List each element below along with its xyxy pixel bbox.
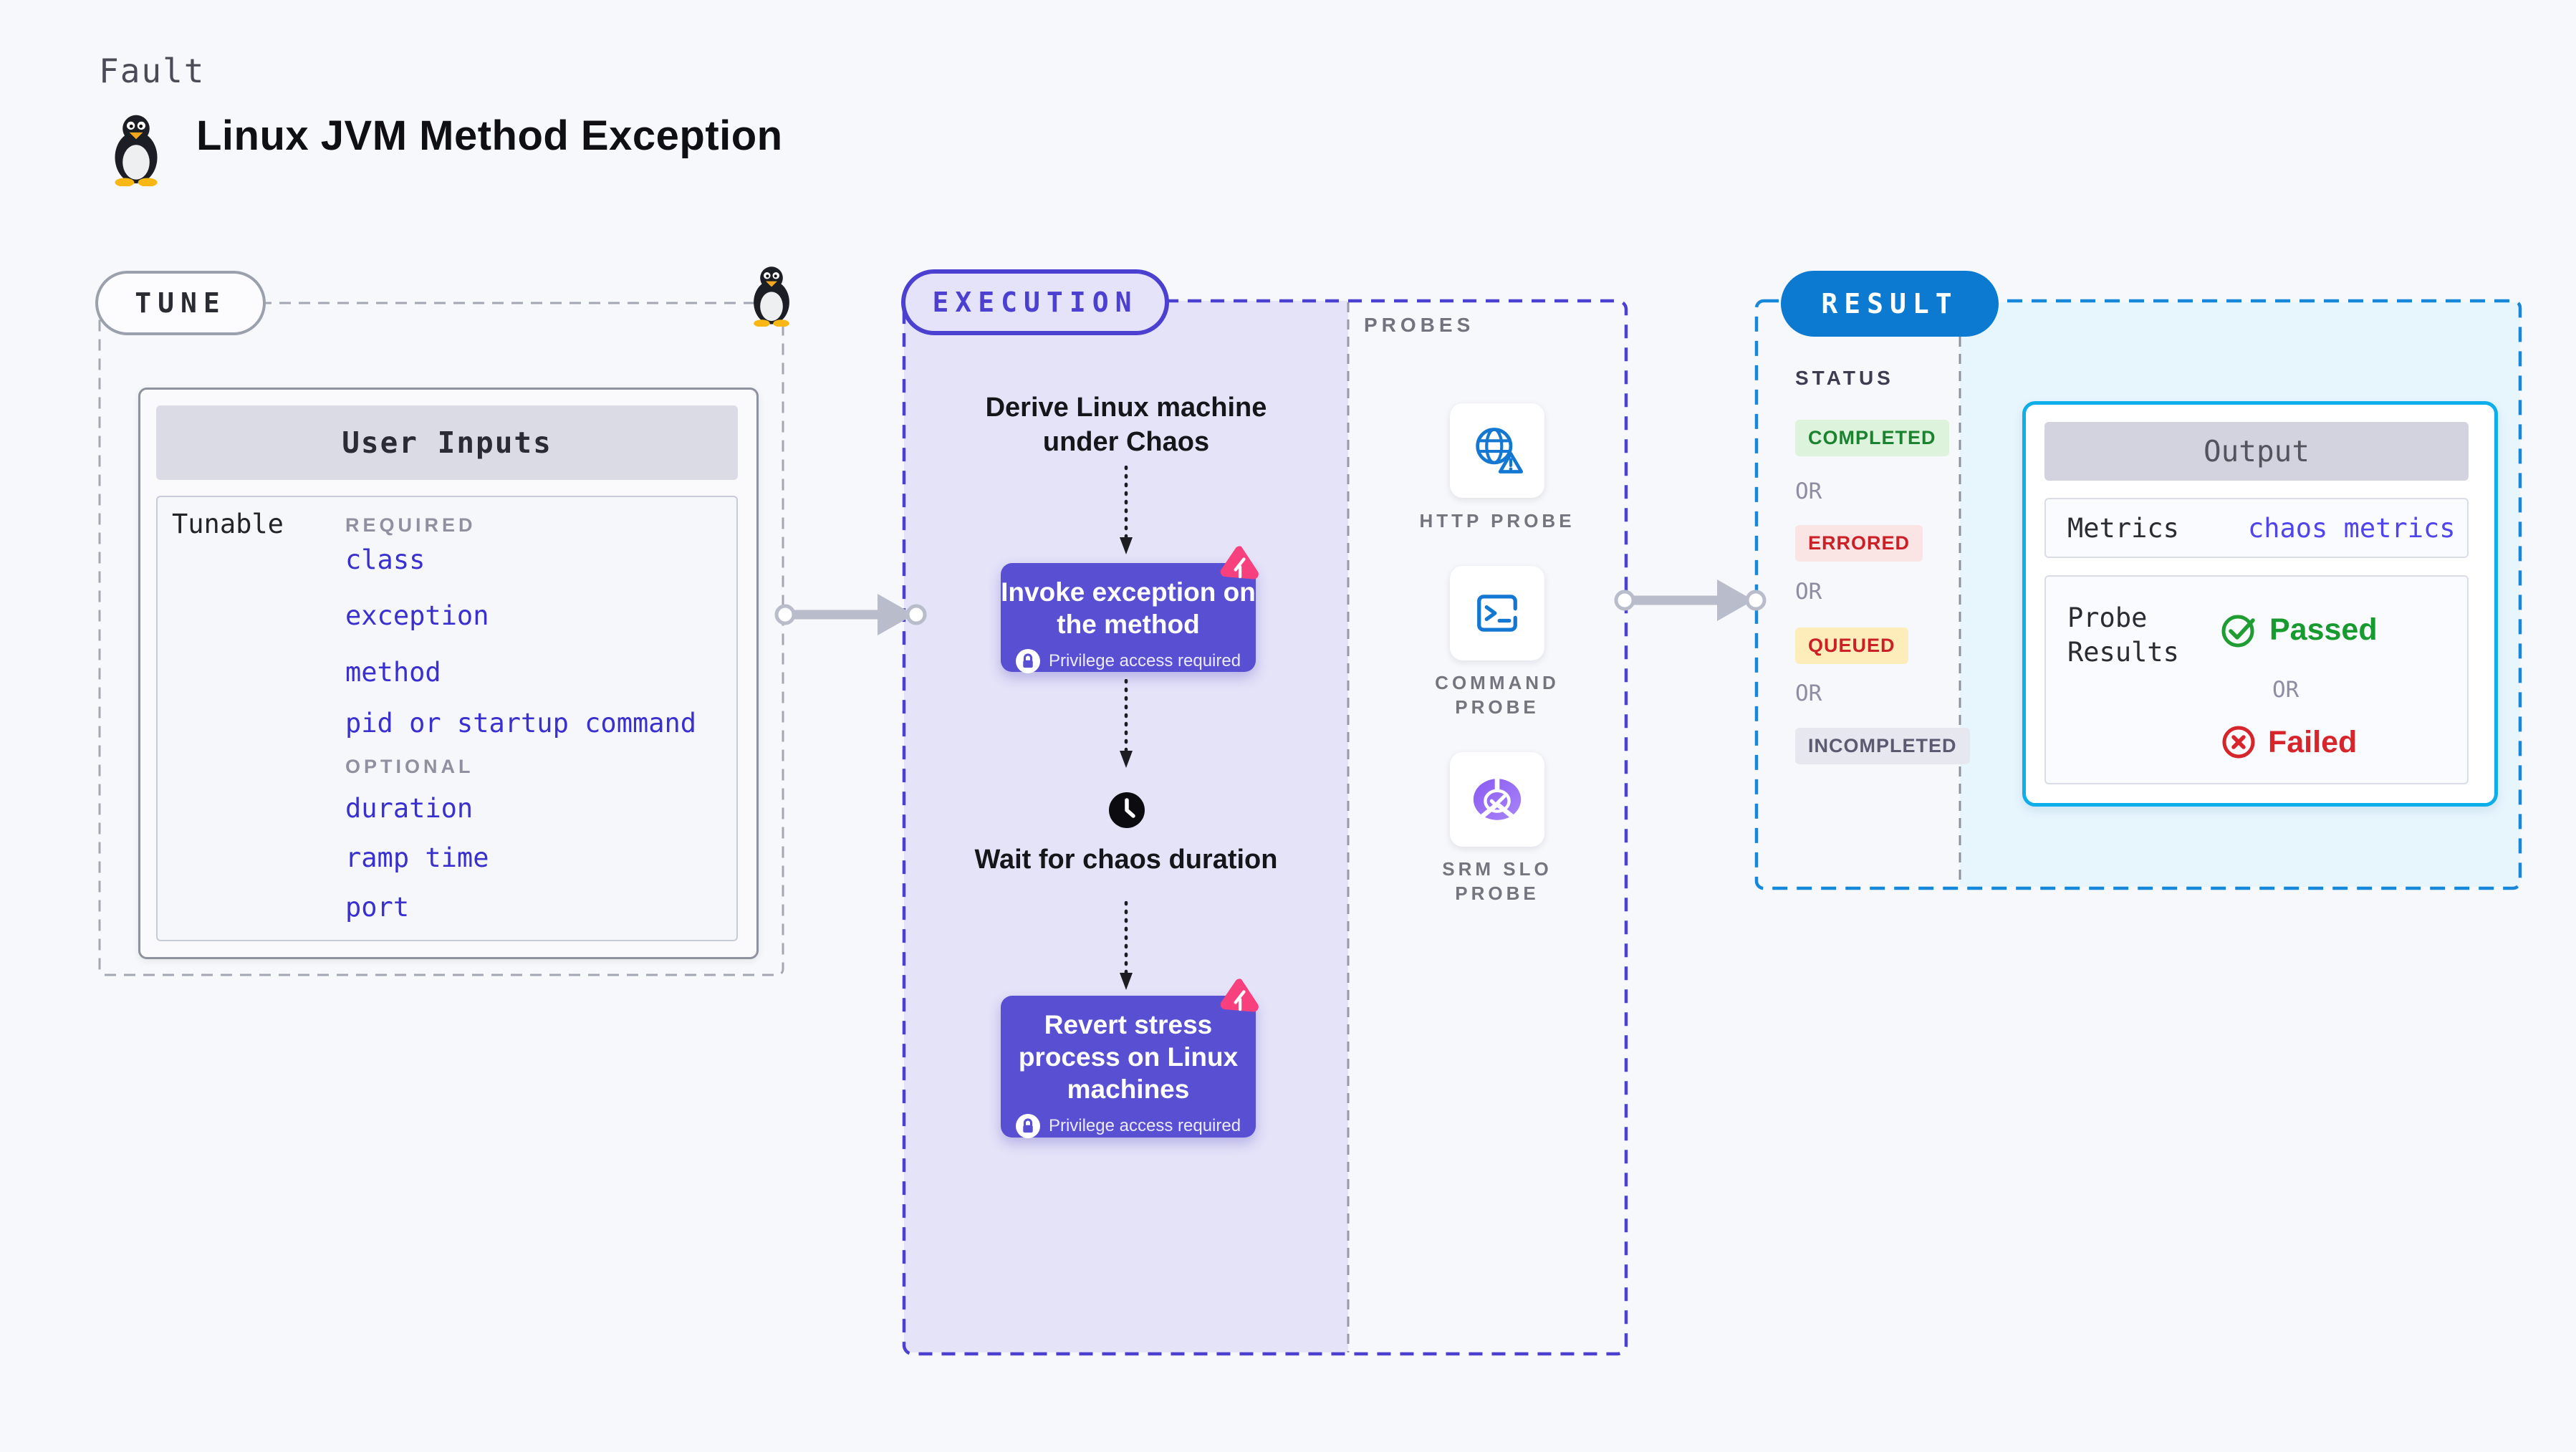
command-probe-label: COMMAND PROBE xyxy=(1435,672,1559,718)
page-title: Linux JVM Method Exception xyxy=(196,112,783,159)
revert-stress-title: Revert stress process on Linux machines xyxy=(1018,1010,1239,1104)
http-probe-label: HTTP PROBE xyxy=(1419,510,1575,532)
fault-kicker: Fault xyxy=(99,52,206,90)
lock-icon xyxy=(1015,1114,1040,1138)
output-card-title: Output xyxy=(2044,422,2469,481)
required-group-label: REQUIRED xyxy=(345,514,476,536)
input-link-exception[interactable]: exception xyxy=(345,600,489,631)
failed-label: Failed xyxy=(2268,724,2358,759)
invoke-exception-step[interactable]: Invoke exception on the method Privilege… xyxy=(1001,563,1256,673)
probe-results-row: Probe Results Passed OR Failed xyxy=(2044,575,2469,784)
passed-result: Passed xyxy=(2221,611,2378,648)
chaos-logo-icon xyxy=(1220,979,1259,1012)
srm-slo-probe-label: SRM SLO PROBE xyxy=(1442,858,1552,904)
input-link-duration[interactable]: duration xyxy=(345,793,474,824)
penguin-icon xyxy=(105,113,168,186)
revert-stress-step[interactable]: Revert stress process on Linux machines … xyxy=(1001,996,1256,1138)
execution-to-result-arrow xyxy=(1614,580,1767,621)
invoke-exception-title: Invoke exception on the method xyxy=(1001,577,1256,639)
lock-icon xyxy=(1015,649,1040,673)
status-or-label: OR xyxy=(1795,479,1822,504)
tune-dashed-box xyxy=(98,302,784,976)
flow-arrow-down-icon xyxy=(1120,679,1133,768)
execution-badge: EXECUTION xyxy=(901,269,1169,335)
privilege-label: Privilege access required xyxy=(1048,1116,1241,1135)
status-badge-completed: COMPLETED xyxy=(1795,420,1949,456)
flow-arrow-down-icon xyxy=(1120,466,1133,554)
http-probe-card[interactable] xyxy=(1450,403,1544,498)
execution-dashed-box xyxy=(902,299,1628,1356)
check-circle-icon xyxy=(2221,615,2255,648)
tune-to-execution-arrow xyxy=(774,594,927,635)
status-column-label: STATUS xyxy=(1795,367,1894,389)
status-badge-queued: QUEUED xyxy=(1795,628,1908,664)
penguin-icon xyxy=(745,265,798,327)
user-inputs-table: Tunable REQUIRED class exception method … xyxy=(156,496,738,941)
wait-step-text: Wait for chaos duration xyxy=(974,845,1278,875)
user-inputs-title: User Inputs xyxy=(156,405,738,480)
globe-alert-icon xyxy=(1476,428,1524,473)
metrics-label: Metrics xyxy=(2067,512,2179,544)
clock-icon xyxy=(1109,792,1145,828)
input-link-method[interactable]: method xyxy=(345,657,441,688)
output-or-label: OR xyxy=(2272,677,2299,703)
chaos-logo-icon xyxy=(1220,546,1259,580)
user-inputs-card: User Inputs Tunable REQUIRED class excep… xyxy=(138,388,759,959)
input-link-port[interactable]: port xyxy=(345,892,410,923)
input-link-ramp-time[interactable]: ramp time xyxy=(345,842,489,873)
flow-arrow-down-icon xyxy=(1120,901,1133,990)
tunable-row-label: Tunable xyxy=(172,509,284,539)
status-or-label: OR xyxy=(1795,579,1822,605)
probes-section-label: PROBES xyxy=(1364,314,1475,336)
metrics-row: Metrics chaos metrics xyxy=(2044,498,2469,558)
input-link-pid-or-startup-command[interactable]: pid or startup command xyxy=(345,708,697,739)
derive-step-text: Derive Linux machine under Chaos xyxy=(985,393,1267,457)
input-link-class[interactable]: class xyxy=(345,544,426,575)
probe-results-label: Probe Results xyxy=(2067,602,2179,668)
optional-group-label: OPTIONAL xyxy=(345,756,474,777)
failed-result: Failed xyxy=(2221,724,2357,760)
tune-badge: TUNE xyxy=(95,271,266,335)
metrics-value-link[interactable]: chaos metrics xyxy=(2247,512,2456,544)
status-badge-errored: ERRORED xyxy=(1795,525,1923,562)
status-badge-incompleted: INCOMPLETED xyxy=(1795,728,1970,764)
passed-label: Passed xyxy=(2269,612,2378,647)
result-badge: RESULT xyxy=(1781,271,1999,337)
terminal-icon xyxy=(1477,595,1517,632)
privilege-label: Privilege access required xyxy=(1048,651,1241,670)
slo-gauge-icon xyxy=(1473,777,1522,821)
command-probe-card[interactable] xyxy=(1450,566,1544,660)
output-card: Output Metrics chaos metrics Probe Resul… xyxy=(2022,401,2498,807)
x-circle-icon xyxy=(2222,726,2255,759)
status-or-label: OR xyxy=(1795,681,1822,706)
srm-slo-probe-card[interactable] xyxy=(1450,752,1544,847)
